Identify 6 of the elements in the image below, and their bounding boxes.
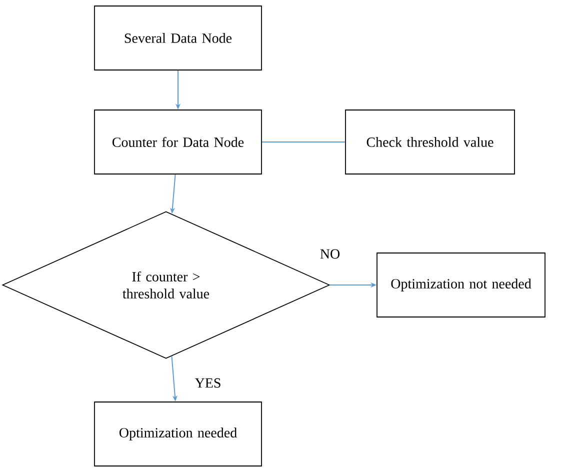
process-box: Check threshold value [345, 110, 515, 174]
process-box: Counter for Data Node [94, 110, 262, 174]
edge-label: YES [194, 377, 222, 389]
process-box: Optimization not needed [376, 252, 546, 318]
process-box: Several Data Node [94, 6, 262, 70]
process-box: Optimization needed [94, 402, 262, 466]
